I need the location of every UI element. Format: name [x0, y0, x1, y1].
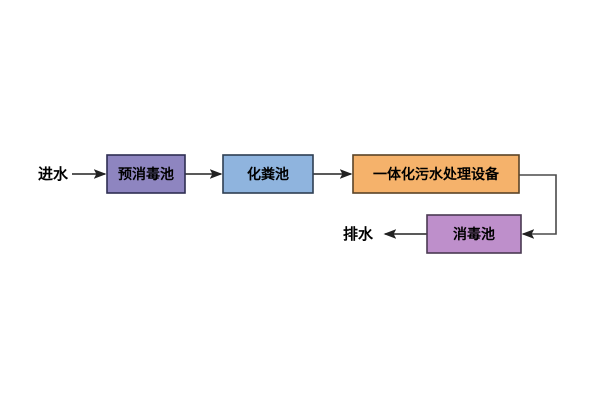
node-disinfection-tank[interactable]: 消毒池 [426, 214, 522, 254]
node-box-septic-tank[interactable] [222, 154, 314, 194]
inlet-label: 进水 [38, 165, 69, 183]
edges-layer [72, 169, 557, 239]
node-label-septic-tank: 化粪池 [247, 166, 289, 183]
outlet-label: 排水 [343, 225, 374, 243]
node-box-disinfection-tank[interactable] [426, 214, 522, 254]
node-label-disinfection-tank: 消毒池 [453, 226, 495, 243]
node-septic-tank[interactable]: 化粪池 [222, 154, 314, 194]
edge-integrated-to-disinfection [519, 174, 557, 239]
node-integrated-sewage-treatment-equipment[interactable]: 一体化污水处理设备 [352, 154, 520, 194]
node-label-pre-disinfection-tank: 预消毒池 [118, 166, 174, 183]
node-box-pre-disinfection-tank[interactable] [106, 154, 186, 194]
node-box-integrated-sewage-treatment-equipment[interactable] [352, 154, 520, 194]
node-pre-disinfection-tank[interactable]: 预消毒池 [106, 154, 186, 194]
node-label-integrated-sewage-treatment-equipment: 一体化污水处理设备 [373, 166, 500, 183]
